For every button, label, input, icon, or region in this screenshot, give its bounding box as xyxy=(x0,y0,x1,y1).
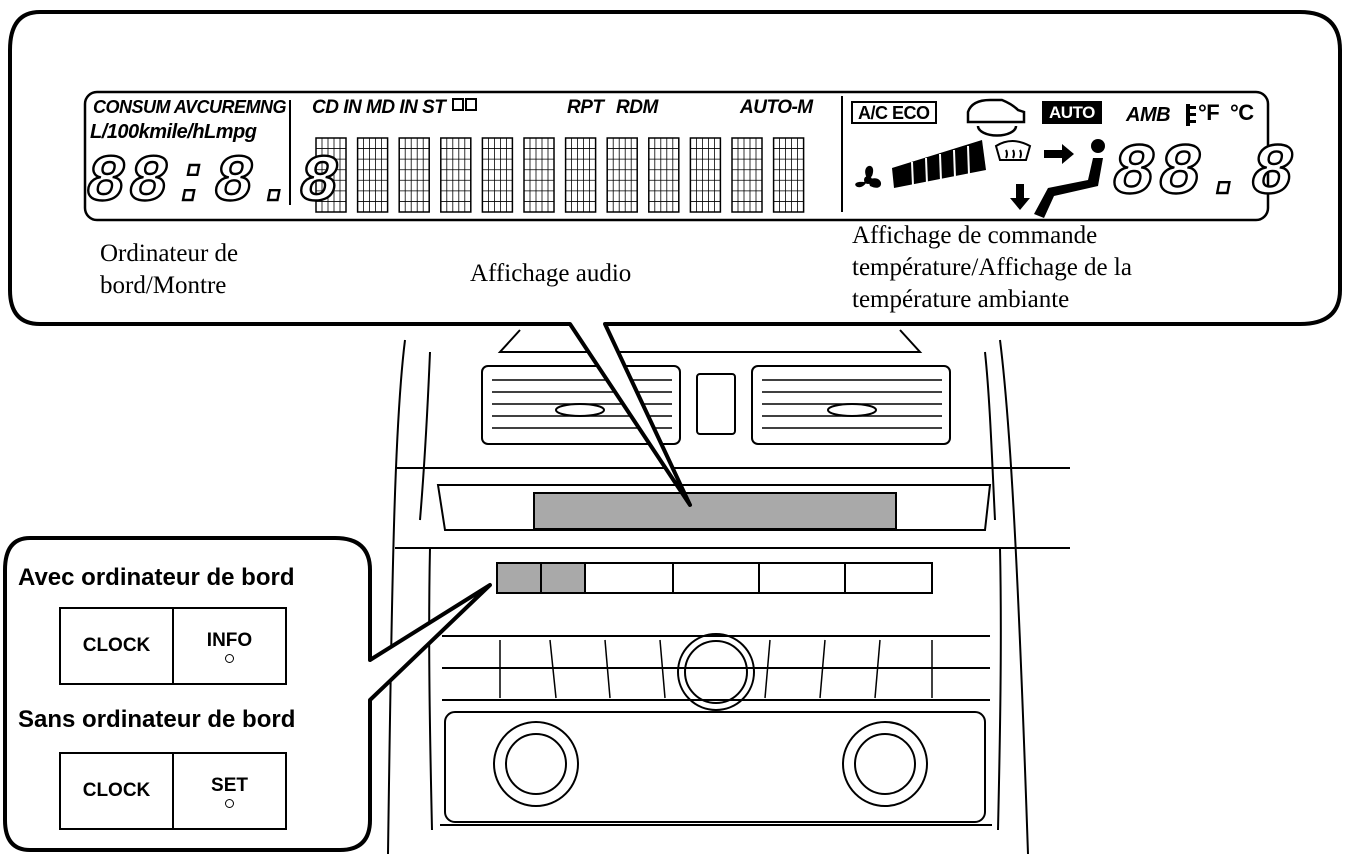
audio-display-area xyxy=(533,492,897,530)
thermometer-icon xyxy=(1186,104,1196,126)
fan-icon xyxy=(855,165,882,188)
matrix-cell xyxy=(731,137,763,213)
lcd-eco-label: ECO xyxy=(892,103,930,123)
matrix-cell xyxy=(481,137,514,213)
lcd-clock-digits: 88:8.8 xyxy=(85,145,342,220)
matrix-cell xyxy=(564,137,597,213)
matrix-cell xyxy=(356,137,389,213)
callout-buttons xyxy=(3,536,492,852)
left-vent xyxy=(481,365,681,445)
dash-left-edge xyxy=(387,339,406,854)
matrix-cell xyxy=(440,137,472,213)
button-group-without-computer: CLOCK SET xyxy=(59,752,287,830)
hazard-switch xyxy=(696,373,736,435)
lcd-frame xyxy=(83,90,1270,222)
lcd-celsius-unit: °C xyxy=(1230,100,1254,125)
heading-with-trip-computer: Avec ordinateur de bord xyxy=(18,564,295,591)
lcd-auto-m-indicator: AUTO-M xyxy=(740,97,813,118)
set-button-label: SET xyxy=(211,774,248,796)
lcd-ac-eco-indicator: A/C ECO xyxy=(851,101,937,124)
defrost-icon xyxy=(994,140,1032,161)
matrix-cell xyxy=(772,137,805,213)
lcd-amb-indicator: AMB xyxy=(1126,104,1171,126)
clock-button[interactable]: CLOCK xyxy=(61,609,174,683)
info-button-label: INFO xyxy=(206,629,253,651)
caption-line: température ambiante xyxy=(852,286,1070,313)
matrix-cell xyxy=(606,137,638,213)
caption-audio-display: Affichage audio xyxy=(470,260,632,287)
dual-box-icon xyxy=(452,98,477,111)
airflow-arrow-icon xyxy=(1010,144,1074,210)
heading-without-trip-computer: Sans ordinateur de bord xyxy=(18,706,296,733)
caption-line: bord/Montre xyxy=(100,272,227,299)
right-vent xyxy=(751,365,951,445)
lcd-fahrenheit-unit: °F xyxy=(1198,100,1220,125)
lcd-rpt-indicator: RPT xyxy=(567,97,604,118)
button-group-with-computer: CLOCK INFO xyxy=(59,607,287,685)
dash-right-edge xyxy=(999,339,1029,854)
caption-line: température/Affichage de la xyxy=(852,254,1132,281)
matrix-cell xyxy=(689,137,722,213)
lcd-ac-label: A/C xyxy=(858,103,888,123)
caption-line: Affichage de commande xyxy=(852,222,1098,249)
vent-slats xyxy=(492,379,942,429)
clock-button[interactable]: CLOCK xyxy=(61,754,174,828)
car-recirculation-icon xyxy=(966,98,1026,137)
lcd-audio-source-indicators: CD IN MD IN ST xyxy=(312,97,446,118)
fan-speed-bar-icon xyxy=(892,140,986,188)
matrix-cell xyxy=(315,137,347,213)
lcd-temperature-digits: 88.8 xyxy=(1111,133,1297,215)
lcd-rdm-indicator: RDM xyxy=(616,97,658,118)
audio-dot-matrix xyxy=(315,137,805,213)
info-button[interactable]: INFO xyxy=(174,609,285,683)
caption-climate-display: Affichage de commande température/Affich… xyxy=(852,220,1132,316)
clock-button-label: CLOCK xyxy=(82,780,151,801)
lcd-unit-labels: L/100kmile/hLmpg xyxy=(90,121,257,143)
lcd-auto-indicator: AUTO xyxy=(1042,101,1102,124)
seated-person-icon xyxy=(1034,139,1105,218)
caption-line: Ordinateur de xyxy=(100,240,239,267)
lcd-consumption-labels: CONSUM AVCUREMNG xyxy=(93,97,287,117)
indicator-light-icon xyxy=(225,798,234,808)
matrix-cell xyxy=(523,137,555,213)
matrix-cell xyxy=(648,137,680,213)
indicator-light-icon xyxy=(225,653,234,663)
caption-trip-computer-clock: Ordinateur de bord/Montre xyxy=(100,238,238,302)
clock-button-label: CLOCK xyxy=(82,635,151,656)
highlight-button-2 xyxy=(540,562,586,594)
highlight-button-1 xyxy=(496,562,542,594)
set-button[interactable]: SET xyxy=(174,754,285,828)
matrix-cell xyxy=(398,137,430,213)
